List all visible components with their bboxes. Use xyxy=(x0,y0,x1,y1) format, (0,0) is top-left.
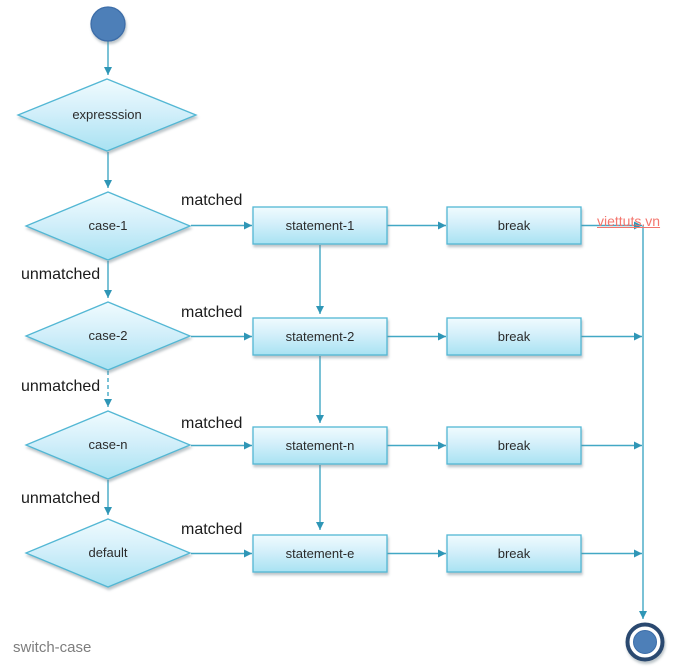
break2-box xyxy=(446,317,582,356)
default-label: default xyxy=(88,545,128,560)
statemente-label: statement-e xyxy=(285,546,355,561)
statement2-label: statement-2 xyxy=(285,329,355,344)
statement2-box xyxy=(252,317,388,356)
casen-label: case-n xyxy=(88,437,128,452)
case1-label: case-1 xyxy=(88,218,128,233)
break1-box xyxy=(446,206,582,245)
statemente-box xyxy=(252,534,388,573)
unmatched-label-2: unmatched xyxy=(21,378,101,395)
break2-label: break xyxy=(497,329,531,344)
break1-label: break xyxy=(497,218,531,233)
casen-diamond xyxy=(24,410,192,480)
expression-diamond xyxy=(16,78,198,152)
breakn-label: break xyxy=(497,438,531,453)
expression-label: expresssion xyxy=(72,107,142,122)
statementn-label: statement-n xyxy=(285,438,355,453)
default-diamond xyxy=(24,518,192,588)
statementn-box xyxy=(252,426,388,465)
statement1-label: statement-1 xyxy=(285,218,355,233)
start-node xyxy=(90,6,126,42)
end-node-core xyxy=(633,630,657,654)
unmatched-label-3: unmatched xyxy=(21,490,101,507)
diagram-title: switch-case xyxy=(13,639,92,656)
breakn-box xyxy=(446,426,582,465)
breake-label: break xyxy=(497,546,531,561)
unmatched-label-1: unmatched xyxy=(21,266,101,283)
matched-label-4: matched xyxy=(181,521,243,538)
matched-label-1: matched xyxy=(181,192,243,209)
case1-diamond xyxy=(24,191,192,261)
case2-label: case-2 xyxy=(88,328,128,343)
watermark-link[interactable]: viettuts.vn xyxy=(597,213,661,229)
matched-label-3: matched xyxy=(181,415,243,432)
case2-diamond xyxy=(24,301,192,371)
statement1-box xyxy=(252,206,388,245)
matched-label-2: matched xyxy=(181,304,243,321)
breake-box xyxy=(446,534,582,573)
